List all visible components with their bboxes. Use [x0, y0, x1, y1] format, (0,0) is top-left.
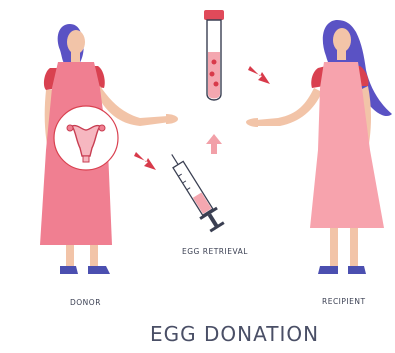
syringe-icon	[163, 149, 226, 233]
arrow-up-icon	[206, 134, 222, 154]
recipient-figure-icon	[256, 20, 392, 274]
arrow-right-down-icon-2	[248, 66, 270, 84]
test-tube-icon	[204, 10, 224, 100]
recipient-hand-icon	[246, 118, 258, 127]
label-recipient: RECIPIENT	[322, 297, 366, 306]
arrow-right-down-icon	[134, 152, 156, 170]
label-egg-retrieval: EGG RETRIEVAL	[182, 247, 248, 256]
uterus-icon	[54, 106, 118, 170]
page-title: EGG DONATION	[150, 322, 319, 346]
donor-hand-icon	[166, 114, 178, 124]
label-donor: DONOR	[70, 298, 101, 307]
